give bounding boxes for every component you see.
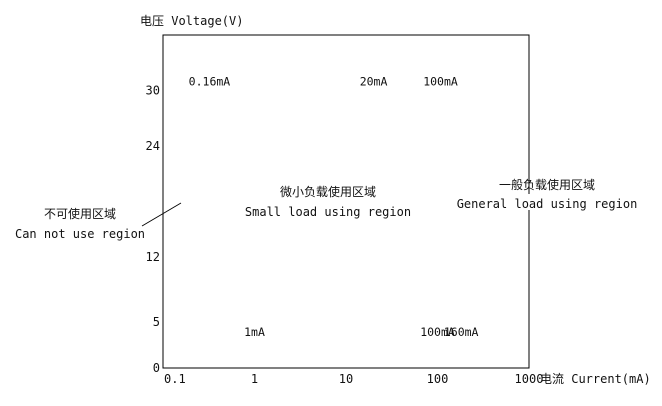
can-not-use-label-cn: 不可使用区域: [44, 206, 116, 221]
x-tick-label: 100: [427, 372, 449, 386]
y-tick-label: 30: [146, 84, 160, 98]
can-not-use-leader: [141, 202, 182, 227]
x-tick-label: 1000: [515, 372, 544, 386]
general-load-label-en: General load using region: [457, 197, 638, 211]
point-label: 160mA: [444, 325, 479, 339]
small-region-label-en: Small load using region: [245, 205, 411, 219]
y-axis-title: 电压 Voltage(V): [140, 14, 243, 28]
small-region-label-bg: [265, 184, 391, 200]
x-tick-label: 10: [339, 372, 353, 386]
x-tick-label: 1: [251, 372, 258, 386]
y-tick-label: 0: [153, 361, 160, 375]
x-axis-title: 电流 Current(mA): [540, 372, 651, 386]
point-label: 20mA: [360, 75, 388, 89]
point-label: 100mA: [423, 75, 458, 89]
y-tick-label: 24: [146, 139, 160, 153]
x-tick-label: 0.1: [164, 372, 186, 386]
y-tick-label: 5: [153, 315, 160, 329]
point-label: 1mA: [244, 325, 265, 339]
general-load-label-cn: 一般负载使用区域: [499, 177, 595, 192]
can-not-use-label-en: Can not use region: [15, 227, 145, 241]
general-label-bg: [452, 194, 622, 210]
y-tick-label: 12: [146, 250, 160, 264]
small-region-label-cn: 微小负载使用区域: [280, 184, 376, 199]
point-label: 100mA: [420, 325, 455, 339]
point-label: 0.16mA: [189, 75, 231, 89]
small-region-label-bg: [243, 204, 413, 220]
